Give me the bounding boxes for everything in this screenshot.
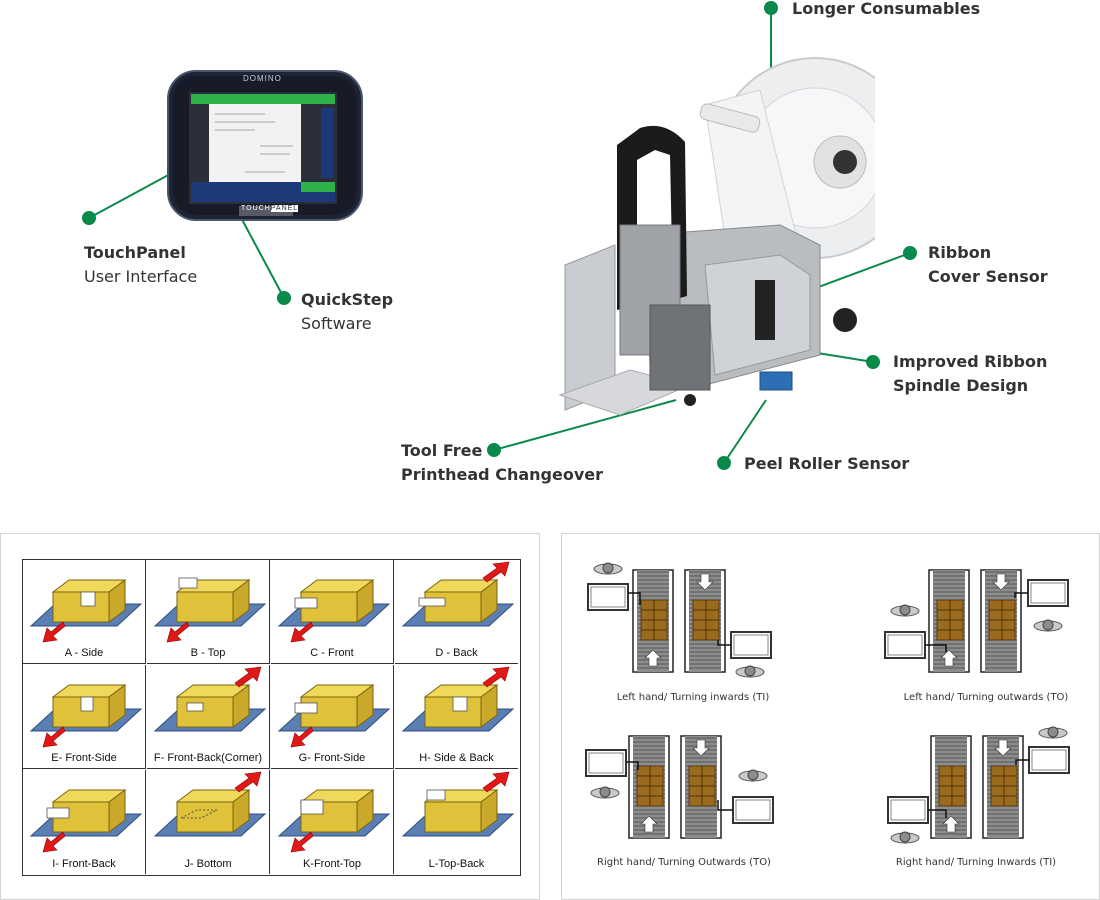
- label-position-name: C - Front: [310, 647, 354, 659]
- label-position-cell: H- Side & Back: [395, 665, 518, 769]
- label-position-cell: K-Front-Top: [271, 770, 394, 874]
- caption-right-ti: Right hand/ Turning Inwards (TI): [895, 857, 1057, 868]
- label-position-cell: C - Front: [271, 560, 394, 664]
- label-position-cell: G- Front-Side: [271, 665, 394, 769]
- box-on-conveyor-icon: [29, 684, 143, 748]
- caption-left-ti: Left hand/ Turning inwards (TI): [616, 692, 770, 703]
- label-position-name: H- Side & Back: [419, 752, 494, 764]
- label-position-grid: A - Side B - Top C - Front D - Back E- Front…: [22, 559, 521, 876]
- label-position-cell: J- Bottom: [147, 770, 270, 874]
- label-position-cell: E- Front-Side: [23, 665, 146, 769]
- caption-right-to: Right hand/ Turning Outwards (TO): [597, 857, 771, 868]
- label-position-name: E- Front-Side: [51, 752, 117, 764]
- label-position-cell: F- Front-Back(Corner): [147, 665, 270, 769]
- label-position-cell: A - Side: [23, 560, 146, 664]
- label-position-name: I- Front-Back: [52, 858, 116, 870]
- bezel-label: TOUCHPANEL: [241, 205, 299, 212]
- box-on-conveyor-icon: [277, 579, 391, 643]
- box-on-conveyor-icon: [153, 666, 267, 732]
- label-position-name: F- Front-Back(Corner): [153, 752, 263, 764]
- touchpanel-device: DOMINO TOUCHPANEL: [165, 68, 365, 223]
- caption-left-to: Left hand/ Turning outwards (TO): [903, 692, 1069, 703]
- label-position-name: L-Top-Back: [428, 858, 485, 870]
- label-position-name: J- Bottom: [184, 858, 232, 870]
- label-position-name: A - Side: [64, 647, 104, 659]
- brand-logo: DOMINO: [243, 74, 282, 83]
- label-position-cell: L-Top-Back: [395, 770, 518, 874]
- box-on-conveyor-icon: [277, 789, 391, 853]
- callout-peel-roller: Peel Roller Sensor: [744, 454, 910, 473]
- label-position-name: K-Front-Top: [302, 858, 362, 870]
- label-position-name: B - Top: [190, 647, 226, 659]
- label-position-cell: B - Top: [147, 560, 270, 664]
- box-on-conveyor-icon: [153, 771, 267, 837]
- box-on-conveyor-icon: [277, 684, 391, 748]
- label-position-cell: I- Front-Back: [23, 770, 146, 874]
- box-on-conveyor-icon: [401, 771, 515, 837]
- box-on-conveyor-icon: [29, 579, 143, 643]
- callout-longer-consumables: Longer Consumables: [792, 0, 981, 18]
- box-on-conveyor-icon: [401, 666, 515, 732]
- box-on-conveyor-icon: [401, 561, 515, 627]
- label-position-name: D - Back: [435, 647, 478, 659]
- box-on-conveyor-icon: [153, 577, 267, 643]
- label-position-name: G- Front-Side: [298, 752, 366, 764]
- conveyor-config-panel: [561, 533, 1100, 900]
- label-printer-applicator: [558, 57, 875, 416]
- label-position-cell: D - Back: [395, 560, 518, 664]
- box-on-conveyor-icon: [29, 789, 143, 853]
